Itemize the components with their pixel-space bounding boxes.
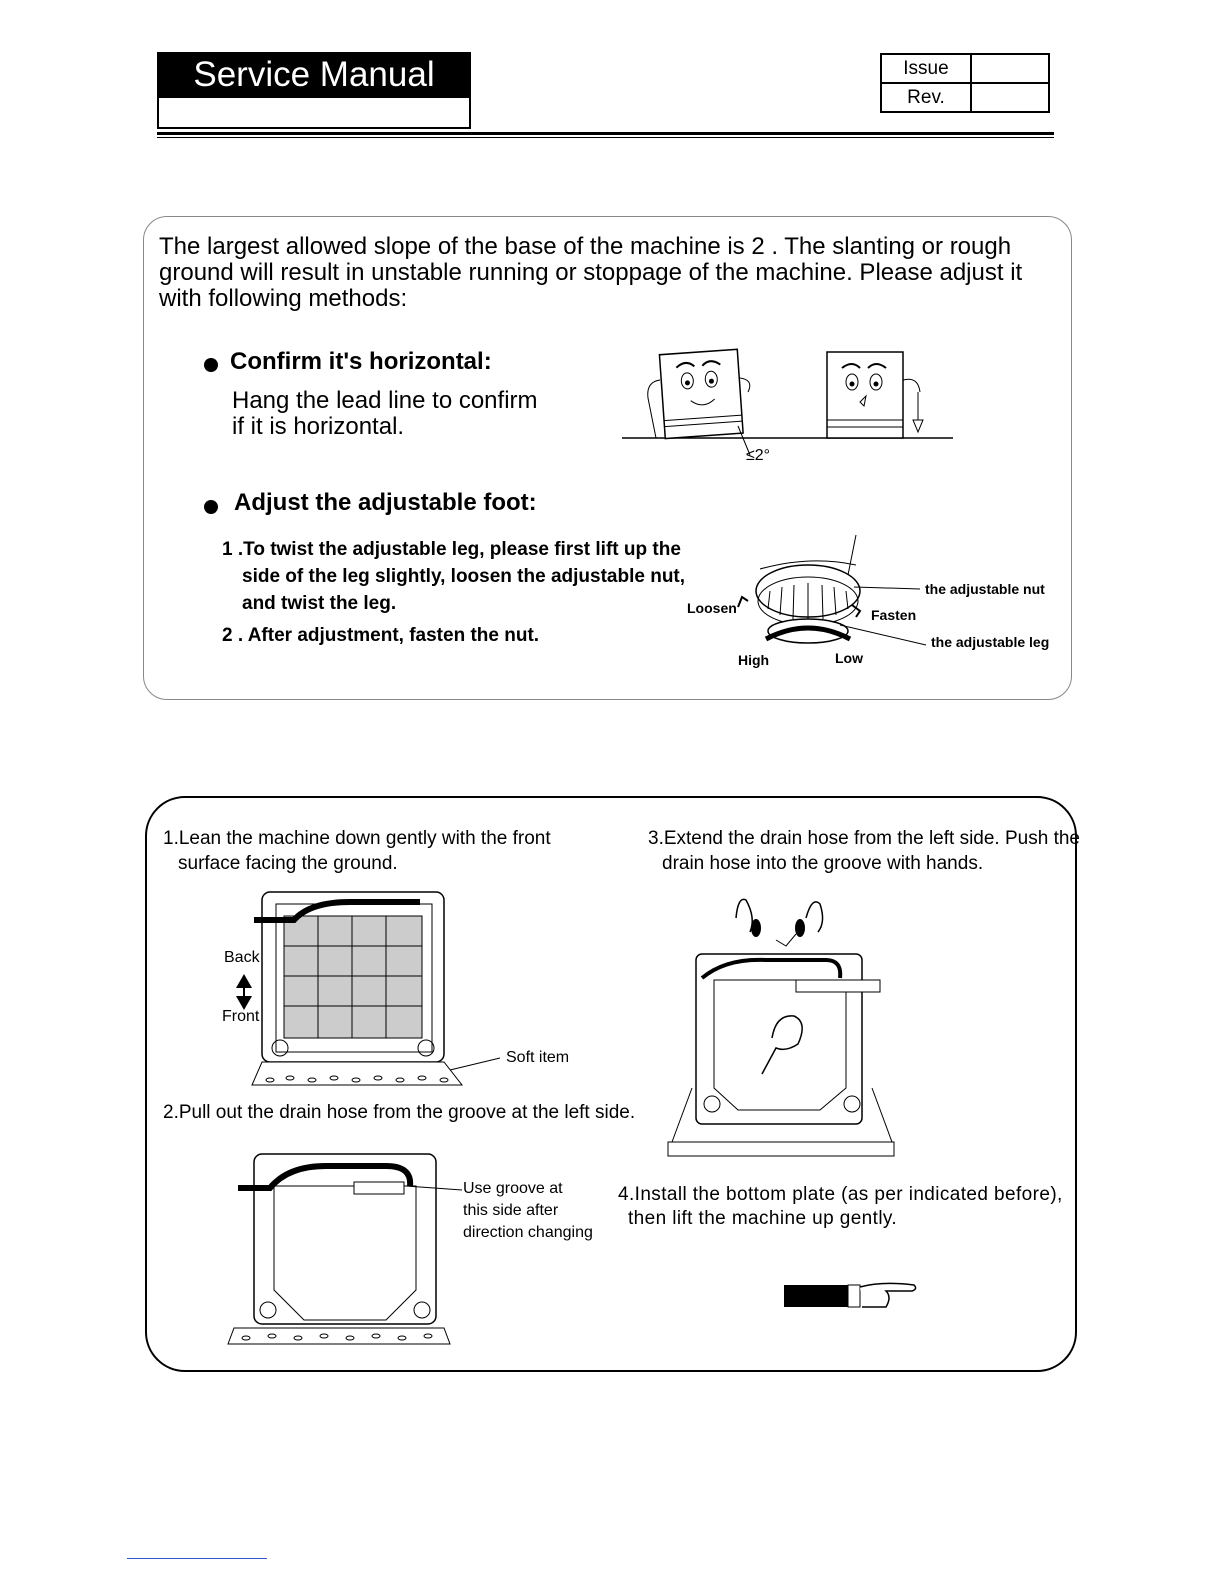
step3-line1: 3.Extend the drain hose from the left si… xyxy=(648,828,1080,849)
fasten-label: Fasten xyxy=(871,607,917,623)
level-check-illustration xyxy=(622,348,953,456)
header-rule-thick xyxy=(157,132,1054,135)
step4-line1: 4.Install the bottom plate (as per indic… xyxy=(618,1184,1063,1205)
pointing-hand-icon xyxy=(784,1282,917,1308)
drain-hose-panel xyxy=(145,796,1077,1372)
page-title: Service Manual xyxy=(157,52,471,98)
groove-note-1: Use groove at xyxy=(463,1180,563,1197)
step1-line2: surface facing the ground. xyxy=(178,853,398,874)
adjust-step2: 2 . After adjustment, fasten the nut. xyxy=(222,625,540,646)
revision-table: Issue Rev. xyxy=(880,53,1050,113)
step4-line2: then lift the machine up gently. xyxy=(628,1208,898,1229)
confirm-text-2: if it is horizontal. xyxy=(232,413,405,440)
angle-label: ≤2° xyxy=(746,447,771,464)
confirm-text-1: Hang the lead line to confirm xyxy=(232,387,538,414)
step3-machine-illustration xyxy=(667,898,895,1157)
step1-line1: 1.Lean the machine down gently with the … xyxy=(163,828,551,849)
issue-value xyxy=(970,53,1050,84)
leg-label: the adjustable leg xyxy=(931,634,1050,650)
step2-machine-illustration xyxy=(227,1153,463,1345)
nut-label: the adjustable nut xyxy=(925,581,1045,597)
loosen-label: Loosen xyxy=(687,600,737,616)
low-label: Low xyxy=(835,650,863,666)
back-label: Back xyxy=(224,949,260,966)
adjust-step1-line3: and twist the leg. xyxy=(242,593,397,614)
groove-note-3: direction changing xyxy=(463,1224,593,1241)
step3-line2: drain hose into the groove with hands. xyxy=(662,853,984,874)
back-front-arrow-icon xyxy=(236,974,252,1010)
issue-label: Issue xyxy=(880,53,972,84)
slope-intro: The largest allowed slope of the base of… xyxy=(159,233,1023,312)
step1-machine-illustration xyxy=(251,891,501,1086)
header-rule-thin xyxy=(157,137,1054,138)
step2-text: 2.Pull out the drain hose from the groov… xyxy=(163,1102,636,1123)
front-label: Front xyxy=(222,1008,260,1025)
groove-note: Use groove at this side after direction … xyxy=(463,1178,593,1244)
groove-note-2: this side after xyxy=(463,1202,559,1219)
footer-link-underline xyxy=(127,1558,267,1559)
bullet-icon xyxy=(204,500,218,514)
bullet-icon xyxy=(204,358,218,372)
confirm-heading: Confirm it's horizontal: xyxy=(230,348,492,375)
adjustable-foot-diagram xyxy=(737,534,927,646)
slope-panel xyxy=(143,216,1072,700)
adjust-step1-line1: 1 .To twist the adjustable leg, please f… xyxy=(222,539,681,560)
adjust-step1-line2: side of the leg slightly, loosen the adj… xyxy=(242,566,686,587)
rev-label: Rev. xyxy=(880,82,972,113)
soft-item-label: Soft item xyxy=(506,1049,570,1066)
adjust-heading: Adjust the adjustable foot: xyxy=(234,489,537,516)
rev-value xyxy=(970,82,1050,113)
high-label: High xyxy=(738,652,770,668)
